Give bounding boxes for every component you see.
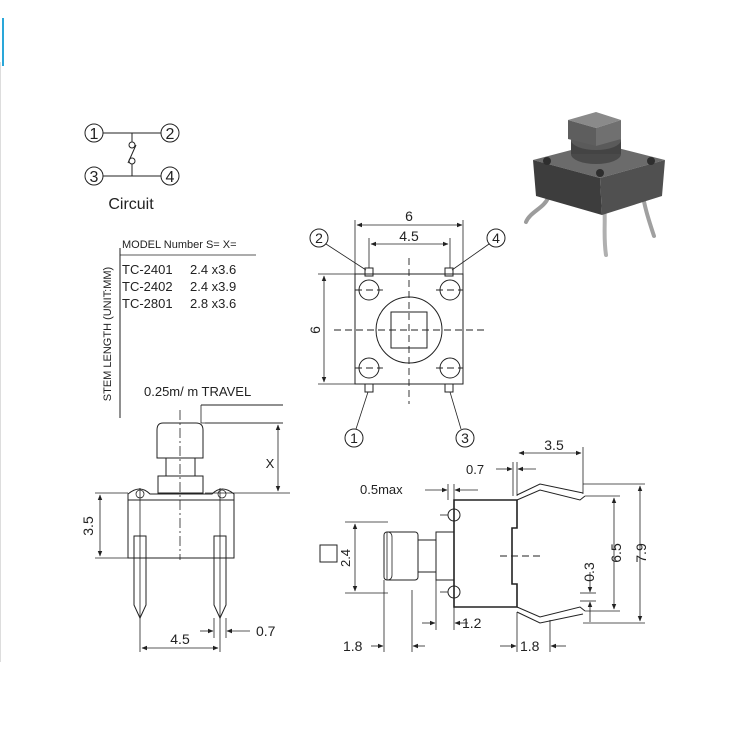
gap-dim: 0.5max — [360, 482, 403, 497]
body-height-dim: 3.5 — [80, 516, 96, 536]
body-depth-dim: 6.5 — [608, 543, 624, 563]
stem-size-dim: 2.4 — [338, 549, 353, 567]
top-view: 6 4.5 6 2 — [307, 208, 506, 448]
top-pin-3: 3 — [461, 430, 469, 446]
travel-label: 0.25m/ m TRAVEL — [144, 384, 251, 399]
stem-row-2-value: 2.4 x3.9 — [190, 279, 236, 294]
lead-extent-dim: 1.8 — [520, 638, 540, 654]
stem-length-x: X — [266, 456, 275, 471]
top-width-dim: 6 — [405, 208, 413, 224]
stem-offset-dim: 1.8 — [343, 638, 363, 654]
top-pitch-dim: 4.5 — [399, 228, 419, 244]
switch-photo — [524, 112, 665, 257]
pin-pitch-dim: 4.5 — [170, 631, 190, 647]
stem-row-1-value: 2.4 x3.6 — [190, 262, 236, 277]
lead-length-dim: 3.5 — [544, 437, 564, 453]
accent-bar — [2, 18, 4, 66]
circuit-title: Circuit — [108, 196, 154, 213]
stem-length-vertical-label: STEM LENGTH (UNIT:MM) — [102, 267, 114, 401]
lead-thickness-dim: 0.7 — [466, 462, 484, 477]
stem-length-table: STEM LENGTH (UNIT:MM) MODEL Number S= X=… — [102, 239, 256, 418]
overall-length-dim: 7.9 — [633, 543, 649, 563]
circuit-pin-2: 2 — [166, 126, 175, 143]
stem-table-header: MODEL Number S= X= — [122, 239, 237, 251]
circuit-pin-1: 1 — [90, 126, 99, 143]
top-height-dim: 6 — [307, 326, 323, 334]
profile-view: 2.4 0.5max 0.7 3.5 — [319, 437, 649, 654]
top-pin-2: 2 — [315, 230, 323, 246]
circuit-pin-4: 4 — [166, 169, 175, 186]
stem-row-3-model: TC-2801 — [122, 296, 173, 311]
circuit-diagram: 1 2 3 4 Circuit — [84, 123, 180, 213]
stem-row-3-value: 2.8 x3.6 — [190, 296, 236, 311]
lead-gap-dim: 0.3 — [581, 562, 597, 582]
side-view: 0.25m/ m TRAVEL X 3.5 4.5 — [80, 384, 290, 652]
top-pin-4: 4 — [492, 230, 500, 246]
pin-width-dim: 0.7 — [256, 623, 276, 639]
top-pin-1: 1 — [350, 430, 358, 446]
lead-offset-dim: 1.2 — [462, 615, 482, 631]
stem-row-2-model: TC-2402 — [122, 279, 173, 294]
page-edge-line — [0, 62, 1, 662]
circuit-pin-3: 3 — [90, 169, 99, 186]
stem-row-1-model: TC-2401 — [122, 262, 173, 277]
